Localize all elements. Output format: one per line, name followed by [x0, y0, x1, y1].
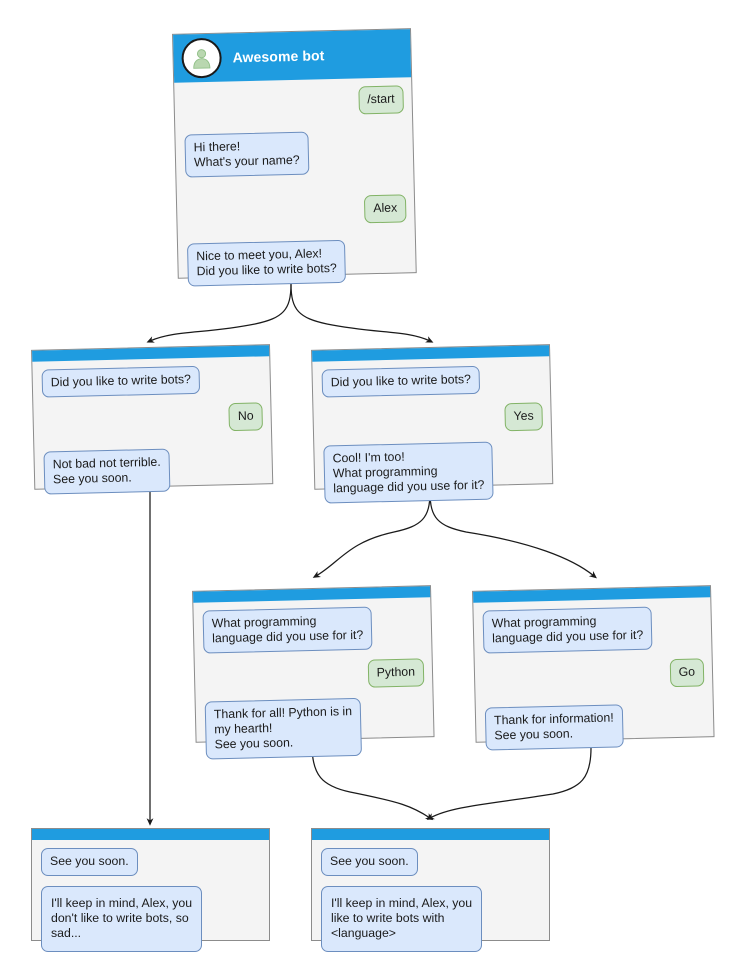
message-bubble-bot: Not bad not terrible. See you soon.: [43, 448, 171, 495]
message-bubble-bot: What programming language did you use fo…: [482, 606, 653, 654]
message-bubble-bot: Cool! I'm too! What programming language…: [323, 441, 494, 504]
edge-root-to-yes: [290, 283, 434, 343]
card-body-branch-python: What programming language did you use fo…: [193, 597, 434, 768]
bubble-gap: [321, 876, 541, 886]
message-bubble-bot: See you soon.: [321, 848, 418, 876]
message-bubble-bot: I'll keep in mind, Alex, you like to wri…: [321, 886, 483, 952]
card-header-end-sad: [32, 829, 269, 840]
message-bubble-user: Alex: [363, 194, 407, 224]
card-body-branch-yes: Did you like to write bots? Yes Cool! I'…: [312, 356, 552, 512]
card-root-awesome-bot[interactable]: Awesome bot /start Hi there! What's your…: [172, 28, 417, 287]
card-body-branch-go: What programming language did you use fo…: [473, 597, 714, 759]
card-branch-python[interactable]: What programming language did you use fo…: [192, 585, 435, 760]
card-branch-yes[interactable]: Did you like to write bots? Yes Cool! I'…: [311, 344, 554, 504]
edge-go-to-end-happy: [426, 747, 592, 820]
message-bubble-bot: Did you like to write bots?: [321, 365, 481, 398]
bubble-gap: [41, 876, 261, 886]
message-bubble-bot: Thank for all! Python is in my hearth! S…: [204, 697, 363, 760]
message-bubble-bot: Hi there! What's your name?: [184, 131, 309, 178]
message-bubble-user: Go: [669, 658, 705, 688]
card-body-root: /start Hi there! What's your name? Alex …: [174, 77, 416, 295]
message-bubble-user: No: [228, 402, 263, 432]
card-body-branch-no: Did you like to write bots? No Not bad n…: [32, 356, 272, 503]
card-end-sad[interactable]: See you soon. I'll keep in mind, Alex, y…: [31, 828, 270, 952]
message-bubble-bot: Thank for information! See you soon.: [484, 704, 624, 751]
message-bubble-bot: Nice to meet you, Alex! Did you like to …: [186, 239, 347, 287]
card-body-end-happy: See you soon. I'll keep in mind, Alex, y…: [312, 840, 549, 960]
card-end-happy[interactable]: See you soon. I'll keep in mind, Alex, y…: [311, 828, 550, 952]
message-bubble-user: /start: [357, 85, 404, 115]
card-title-root: Awesome bot: [232, 47, 325, 66]
card-header-root: Awesome bot: [173, 29, 412, 83]
message-bubble-bot: I'll keep in mind, Alex, you don't like …: [41, 886, 203, 952]
message-bubble-bot: Did you like to write bots?: [41, 365, 201, 398]
card-branch-go[interactable]: What programming language did you use fo…: [472, 585, 715, 751]
person-avatar-icon: [181, 37, 223, 79]
message-bubble-bot: See you soon.: [41, 848, 138, 876]
message-bubble-user: Python: [367, 658, 425, 688]
card-branch-no[interactable]: Did you like to write bots? No Not bad n…: [31, 344, 274, 495]
message-bubble-bot: What programming language did you use fo…: [202, 606, 373, 654]
message-bubble-user: Yes: [504, 402, 543, 432]
card-header-end-happy: [312, 829, 549, 840]
card-body-end-sad: See you soon. I'll keep in mind, Alex, y…: [32, 840, 269, 960]
